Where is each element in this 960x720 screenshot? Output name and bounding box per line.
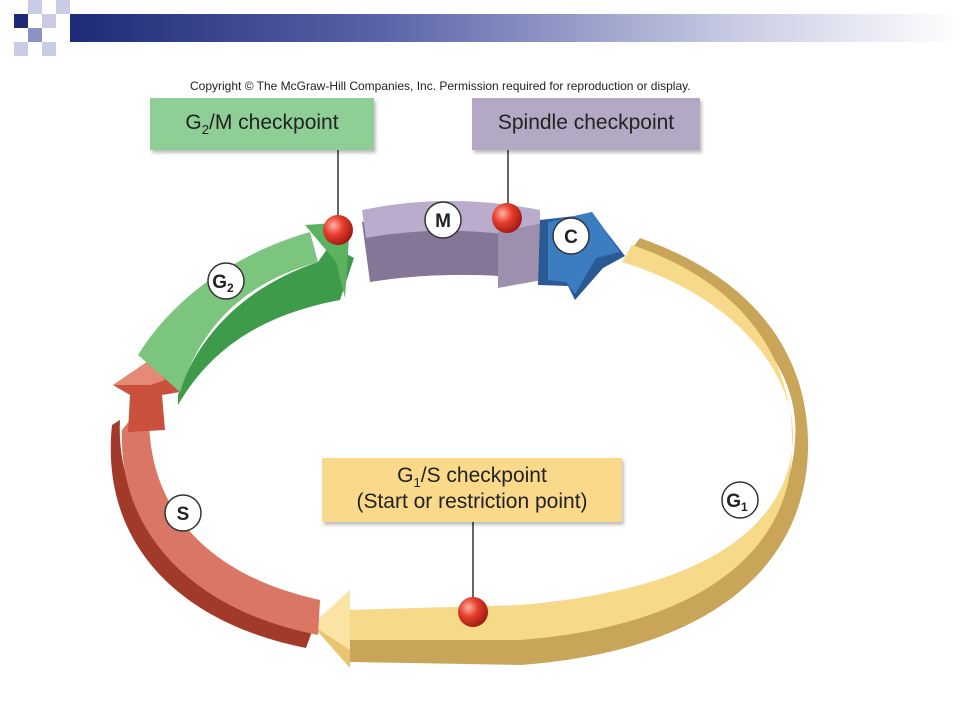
s-arrow [110, 360, 320, 648]
corner-square [14, 14, 28, 28]
g1s-checkpoint-dot [458, 597, 488, 627]
svg-text:G2: G2 [212, 272, 234, 295]
phase-c-label: C [564, 227, 578, 248]
g2-arrow [138, 222, 354, 405]
spindle-checkpoint-dot [492, 203, 522, 233]
phase-c-badge: C [552, 217, 590, 255]
phase-m-label: M [435, 211, 451, 232]
corner-square [42, 14, 56, 28]
g1-arrow [312, 238, 809, 668]
copyright-notice: Copyright © The McGraw-Hill Companies, I… [190, 79, 691, 93]
svg-text:G1: G1 [726, 491, 748, 514]
title-banner [70, 14, 960, 42]
corner-square [28, 0, 42, 14]
g1s-checkpoint-text: G1/S checkpoint [397, 464, 547, 491]
phase-s-badge: S [164, 494, 202, 532]
phase-m-badge: M [424, 201, 462, 239]
g2m-checkpoint-text: G2/M checkpoint [185, 111, 339, 138]
phase-g1-badge: G1 [721, 481, 759, 519]
phase-s-label: S [177, 504, 190, 525]
g2m-checkpoint-dot [323, 215, 353, 245]
corner-square [56, 0, 70, 14]
phase-g1-label: G [726, 491, 741, 512]
spindle-checkpoint-text: Spindle checkpoint [497, 111, 675, 134]
corner-square [14, 42, 28, 56]
corner-square [42, 42, 56, 56]
phase-g2-label: G [212, 272, 227, 293]
g1s-checkpoint-subtext: (Start or restriction point) [356, 490, 588, 513]
spindle-checkpoint-label: Spindle checkpoint [472, 98, 700, 150]
g1s-checkpoint-label: G1/S checkpoint (Start or restriction po… [322, 458, 622, 522]
g2m-checkpoint-label: G2/M checkpoint [150, 98, 374, 150]
phase-g1-sub: 1 [741, 500, 748, 514]
phase-g2-badge: G2 [207, 262, 245, 300]
phase-g2-sub: 2 [227, 281, 234, 295]
corner-square [28, 28, 42, 42]
